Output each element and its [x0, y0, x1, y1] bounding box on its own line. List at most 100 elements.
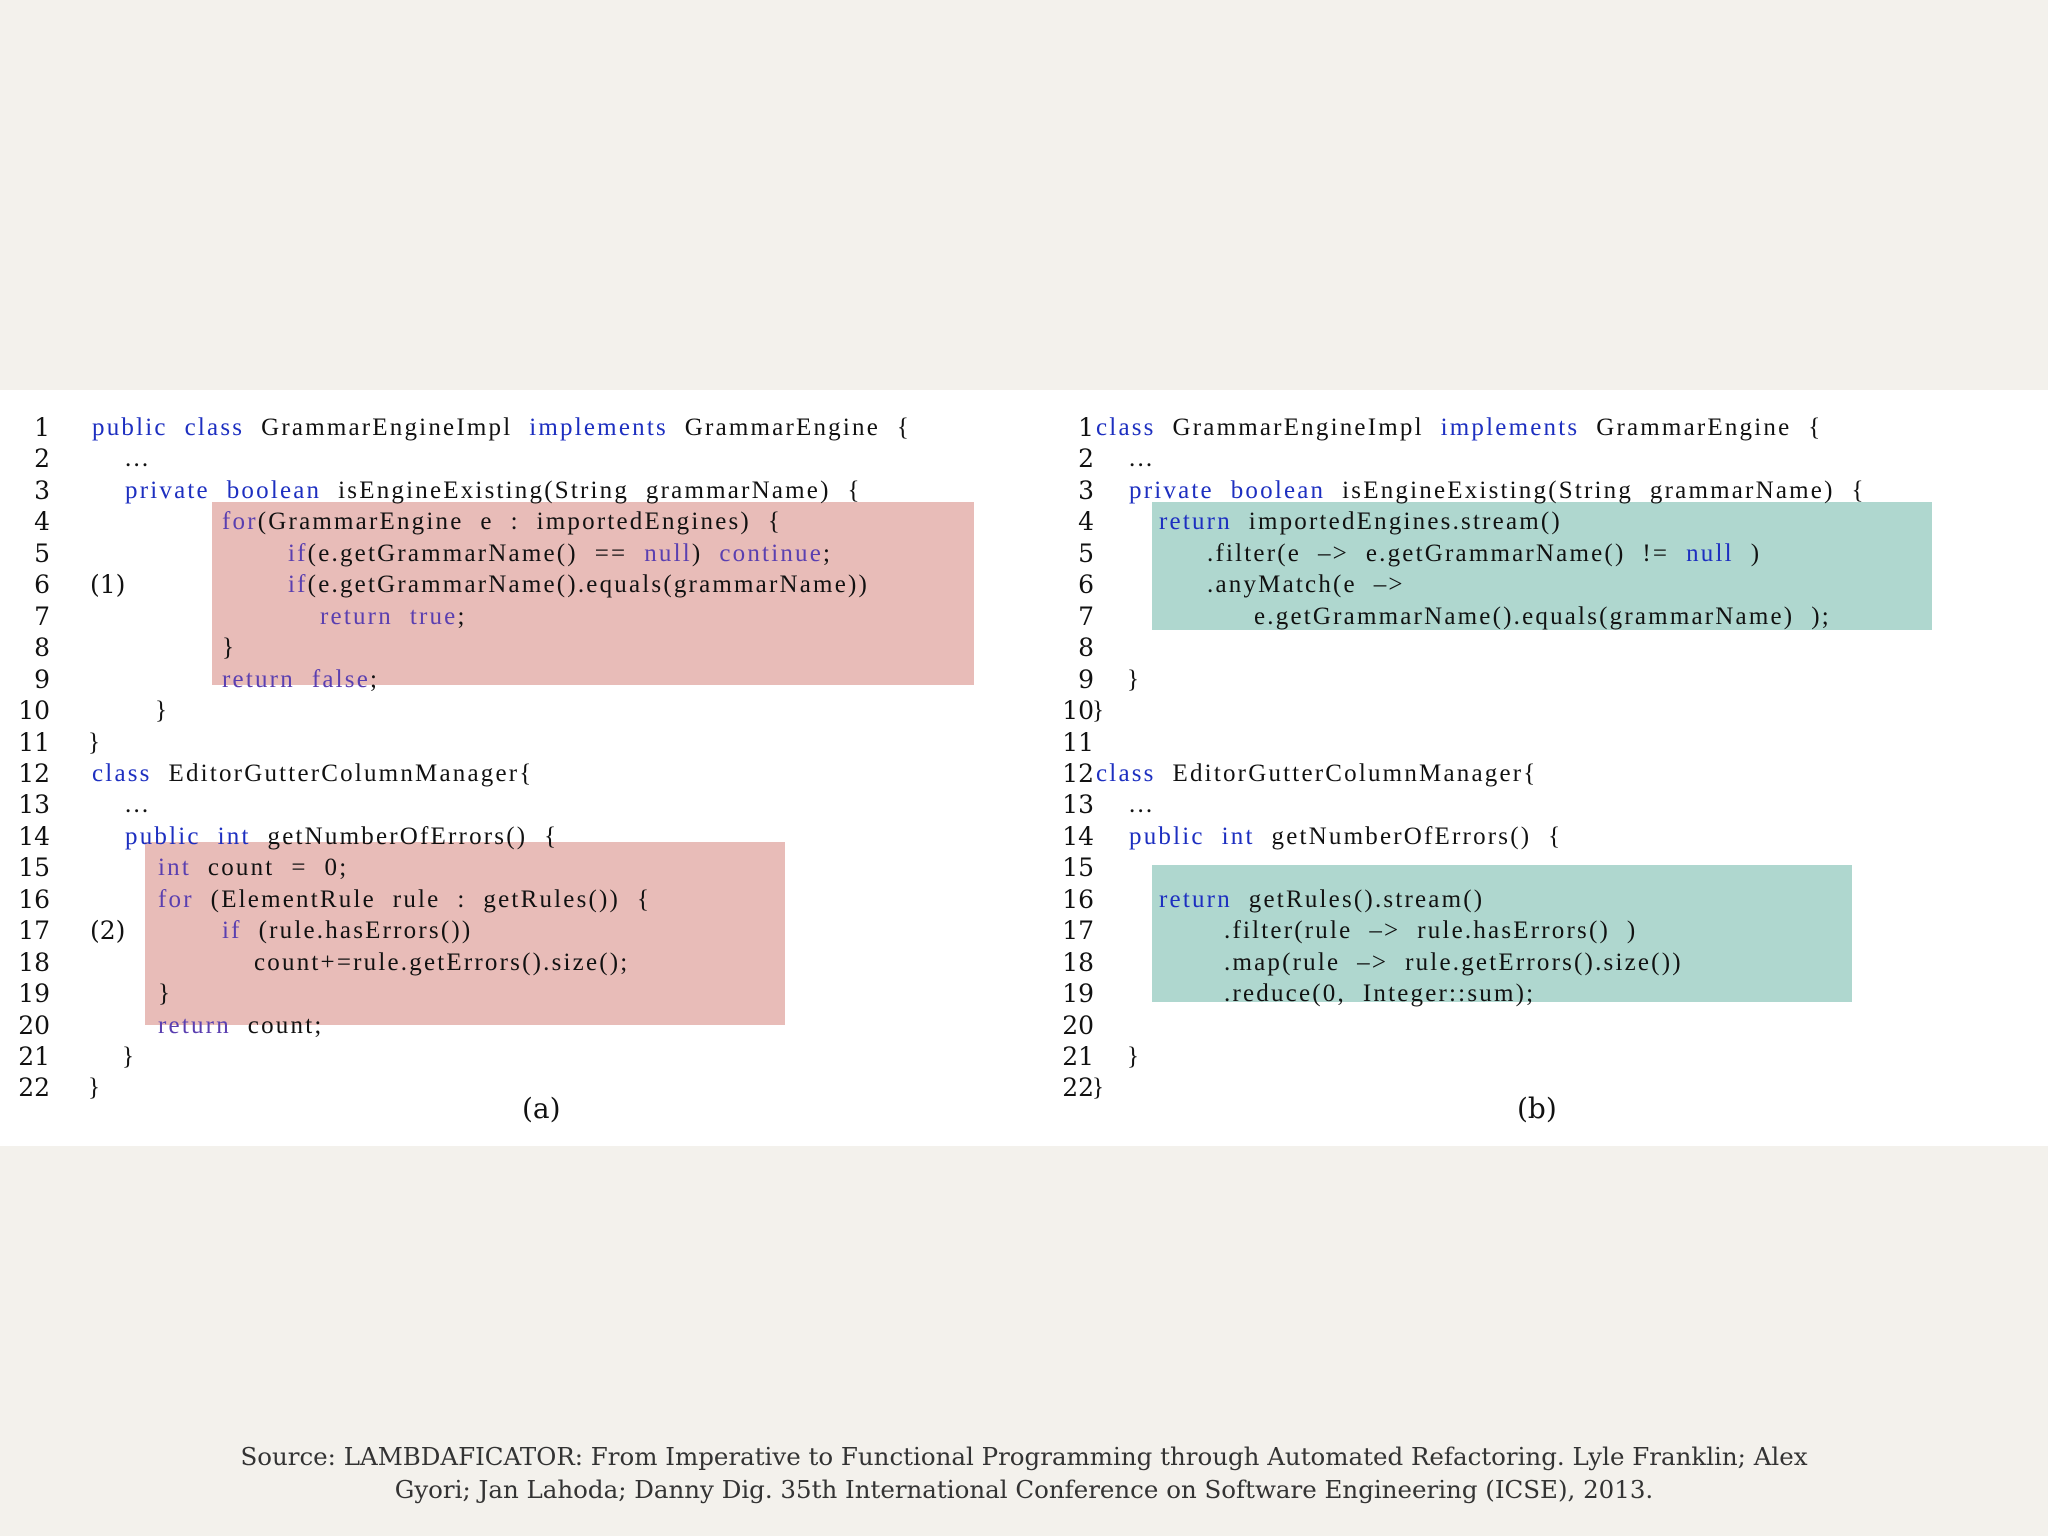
code-line: 9}	[1024, 664, 2048, 696]
code-text: if(e.getGrammarName() == null) continue;	[288, 538, 832, 570]
code-keyword: return	[1159, 885, 1232, 913]
code-token	[393, 603, 410, 630]
code-line: 22}	[0, 1072, 1024, 1104]
code-text: }	[1092, 1072, 1106, 1104]
code-text: if (rule.hasErrors())	[222, 915, 472, 947]
code-text: return importedEngines.stream()	[1159, 506, 1562, 538]
line-number: 4	[34, 507, 50, 537]
code-line: 13...	[0, 789, 1024, 821]
code-text: public int getNumberOfErrors() {	[125, 821, 558, 853]
code-text: }	[158, 978, 172, 1010]
line-number: 8	[34, 633, 50, 663]
code-token: (rule.hasErrors())	[241, 917, 473, 945]
code-keyword: true	[409, 602, 458, 630]
line-number: 5	[34, 538, 50, 568]
block-marker: (2)	[90, 916, 126, 946]
code-token: }	[122, 1043, 137, 1070]
line-number: 9	[1078, 664, 1094, 694]
code-keyword: for	[158, 885, 194, 913]
code-token: .filter(rule –> rule.hasErrors() )	[1224, 917, 1638, 945]
code-line: 8	[1024, 632, 2048, 664]
code-token: count+=rule.getErrors().size();	[254, 948, 630, 976]
code-token	[201, 823, 218, 850]
line-number: 7	[34, 601, 50, 631]
code-keyword: boolean	[226, 476, 322, 504]
code-token	[168, 414, 185, 441]
code-token: ;	[823, 539, 833, 567]
code-keyword: implements	[529, 414, 668, 441]
line-number: 8	[1078, 633, 1094, 663]
code-text: public class GrammarEngineImpl implement…	[92, 412, 911, 444]
code-text: ...	[1129, 789, 1154, 821]
line-number: 15	[18, 853, 50, 883]
code-line: 19}	[0, 978, 1024, 1010]
code-text: .anyMatch(e –>	[1207, 569, 1405, 601]
code-token: .reduce(0, Integer::sum);	[1224, 980, 1536, 1008]
code-keyword: return	[158, 1011, 231, 1039]
code-text: }	[222, 632, 236, 664]
line-number: 7	[1078, 601, 1094, 631]
code-line: 2...	[1024, 443, 2048, 475]
code-line: 18.map(rule –> rule.getErrors().size())	[1024, 947, 2048, 979]
line-number: 21	[1062, 1042, 1094, 1071]
line-number: 17	[1062, 916, 1094, 946]
code-line: 10}	[1024, 695, 2048, 727]
line-number: 16	[18, 884, 50, 914]
code-line: 11	[1024, 727, 2048, 759]
code-token: EditorGutterColumnManager{	[151, 759, 534, 787]
code-keyword: int	[1221, 822, 1255, 850]
code-keyword: int	[217, 822, 251, 850]
line-number: 11	[1062, 727, 1094, 757]
code-token: }	[1127, 665, 1142, 693]
line-number: 22	[18, 1073, 50, 1103]
line-number: 12	[1062, 758, 1094, 788]
code-token: EditorGutterColumnManager{	[1155, 759, 1538, 787]
code-line: 19 .reduce(0, Integer::sum);	[1024, 978, 2048, 1010]
code-token: (ElementRule rule : getRules()) {	[193, 885, 652, 913]
code-token: getNumberOfErrors() {	[250, 822, 559, 850]
code-text: class EditorGutterColumnManager{	[92, 758, 533, 790]
code-text: ...	[125, 443, 150, 475]
code-line: 5.filter(e –> e.getGrammarName() != null…	[1024, 538, 2048, 570]
code-keyword: class	[1096, 414, 1156, 441]
code-line: 21}	[1024, 1041, 2048, 1073]
source-line-1: Source: LAMBDAFICATOR: From Imperative t…	[240, 1442, 1808, 1471]
code-text: }	[1092, 695, 1106, 727]
code-keyword: return	[320, 602, 393, 630]
code-line: 15 int count = 0;	[0, 852, 1024, 884]
code-line: 11}	[0, 727, 1024, 759]
code-line: 13...	[1024, 789, 2048, 821]
line-number: 20	[1062, 1010, 1094, 1040]
code-keyword: return	[222, 665, 295, 693]
line-number: 14	[18, 821, 50, 851]
code-keyword: if	[288, 539, 308, 567]
code-keyword: public	[92, 414, 168, 441]
code-token: }	[1092, 1074, 1107, 1102]
code-token	[295, 666, 312, 693]
code-keyword: int	[158, 854, 191, 882]
code-line: 16 for (ElementRule rule : getRules()) {	[0, 884, 1024, 916]
code-keyword: continue	[719, 539, 824, 567]
code-token: ...	[1129, 445, 1155, 473]
highlight-block-2	[145, 842, 785, 1025]
code-token: ;	[457, 602, 467, 630]
code-text: e.getGrammarName().equals(grammarName) )…	[1254, 601, 1831, 633]
code-token: ...	[1129, 791, 1155, 819]
code-text: }	[1127, 664, 1141, 696]
code-token: isEngineExisting(String grammarName) {	[1325, 476, 1866, 504]
code-text: }	[88, 727, 102, 759]
code-keyword: false	[311, 665, 371, 693]
code-text: }	[155, 695, 169, 727]
code-token: count = 0;	[191, 854, 349, 882]
line-number: 17	[18, 916, 50, 946]
line-number: 19	[1062, 979, 1094, 1009]
code-keyword: for	[222, 508, 258, 536]
code-text: ...	[1129, 443, 1154, 475]
line-number: 9	[34, 664, 50, 694]
